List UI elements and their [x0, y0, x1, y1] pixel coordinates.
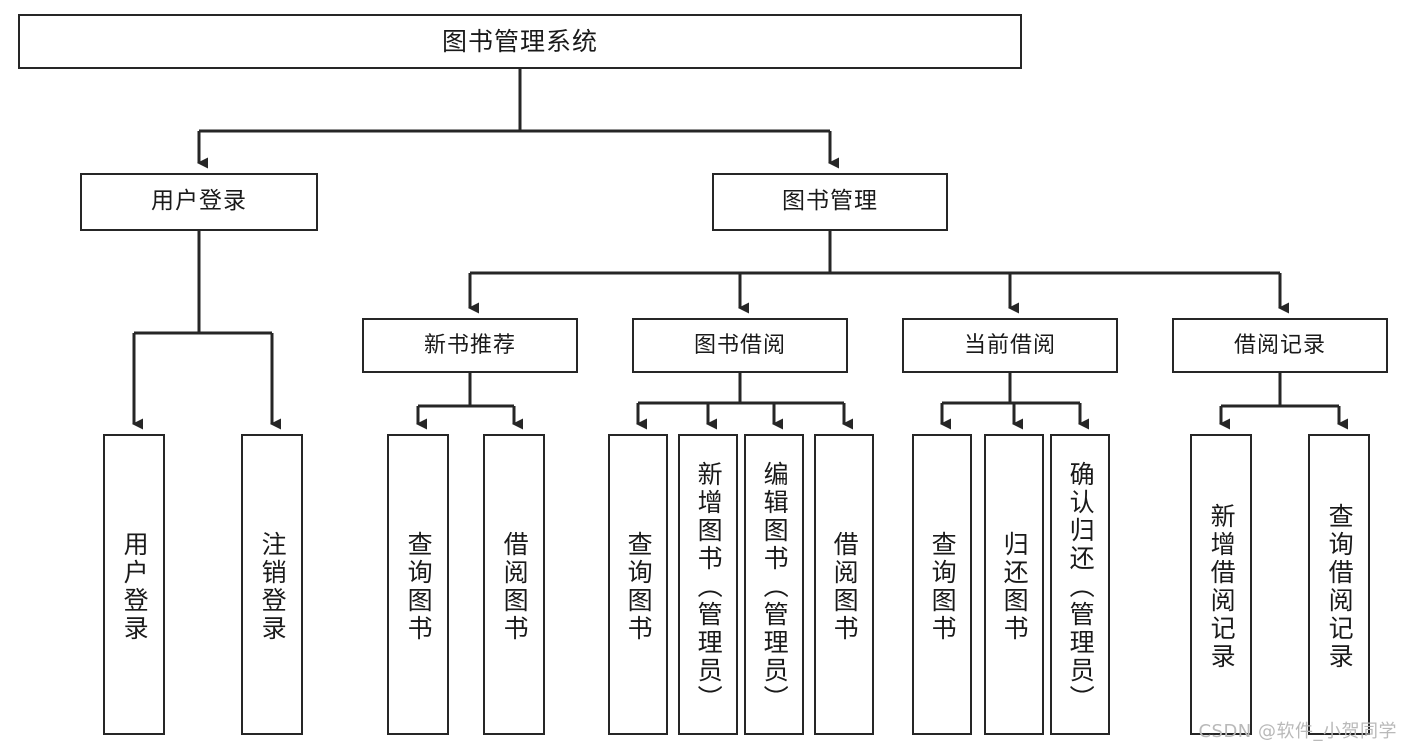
node-label: 注销登录	[258, 530, 288, 643]
node-leaf-borrow-book-recommend[interactable]: 借阅图书	[483, 434, 545, 735]
node-leaf-edit-book-admin[interactable]: 编辑图书（管理员）	[744, 434, 804, 735]
node-leaf-add-borrow-record[interactable]: 新增借阅记录	[1190, 434, 1252, 735]
node-label: 图书管理	[782, 188, 878, 215]
node-label: 查询图书	[624, 530, 654, 643]
node-leaf-query-book-recommend[interactable]: 查询图书	[387, 434, 449, 735]
node-leaf-add-book-admin[interactable]: 新增图书（管理员）	[678, 434, 738, 735]
node-label: 用户登录	[120, 530, 150, 643]
node-label: 新增借阅记录	[1207, 502, 1237, 671]
node-borrow-record[interactable]: 借阅记录	[1172, 318, 1388, 373]
node-label: 新增图书（管理员）	[694, 460, 724, 713]
node-label: 图书管理系统	[441, 26, 598, 56]
node-label: 归还图书	[1000, 530, 1030, 643]
node-label: 图书借阅	[693, 332, 786, 358]
node-current-borrow[interactable]: 当前借阅	[902, 318, 1118, 373]
node-label: 确认归还（管理员）	[1066, 460, 1096, 713]
node-book-borrow[interactable]: 图书借阅	[632, 318, 848, 373]
node-label: 借阅图书	[830, 530, 860, 643]
node-label: 查询图书	[928, 530, 958, 643]
node-leaf-query-book-current[interactable]: 查询图书	[912, 434, 972, 735]
node-label: 查询借阅记录	[1325, 502, 1355, 671]
node-leaf-user-logout[interactable]: 注销登录	[241, 434, 303, 735]
node-leaf-return-book[interactable]: 归还图书	[984, 434, 1044, 735]
node-label: 当前借阅	[963, 332, 1056, 358]
node-new-book-recommend[interactable]: 新书推荐	[362, 318, 578, 373]
node-label: 查询图书	[404, 530, 434, 643]
node-book-management[interactable]: 图书管理	[712, 173, 948, 231]
node-leaf-query-borrow-record[interactable]: 查询借阅记录	[1308, 434, 1370, 735]
node-root-book-management-system[interactable]: 图书管理系统	[18, 14, 1022, 69]
node-leaf-query-book-borrow[interactable]: 查询图书	[608, 434, 668, 735]
node-label: 借阅图书	[500, 530, 530, 643]
node-leaf-confirm-return-admin[interactable]: 确认归还（管理员）	[1050, 434, 1110, 735]
node-label: 新书推荐	[423, 332, 516, 358]
node-label: 用户登录	[151, 188, 247, 215]
node-label: 编辑图书（管理员）	[760, 460, 790, 713]
node-leaf-user-login[interactable]: 用户登录	[103, 434, 165, 735]
node-label: 借阅记录	[1233, 332, 1326, 358]
node-leaf-borrow-book[interactable]: 借阅图书	[814, 434, 874, 735]
node-user-login[interactable]: 用户登录	[80, 173, 318, 231]
